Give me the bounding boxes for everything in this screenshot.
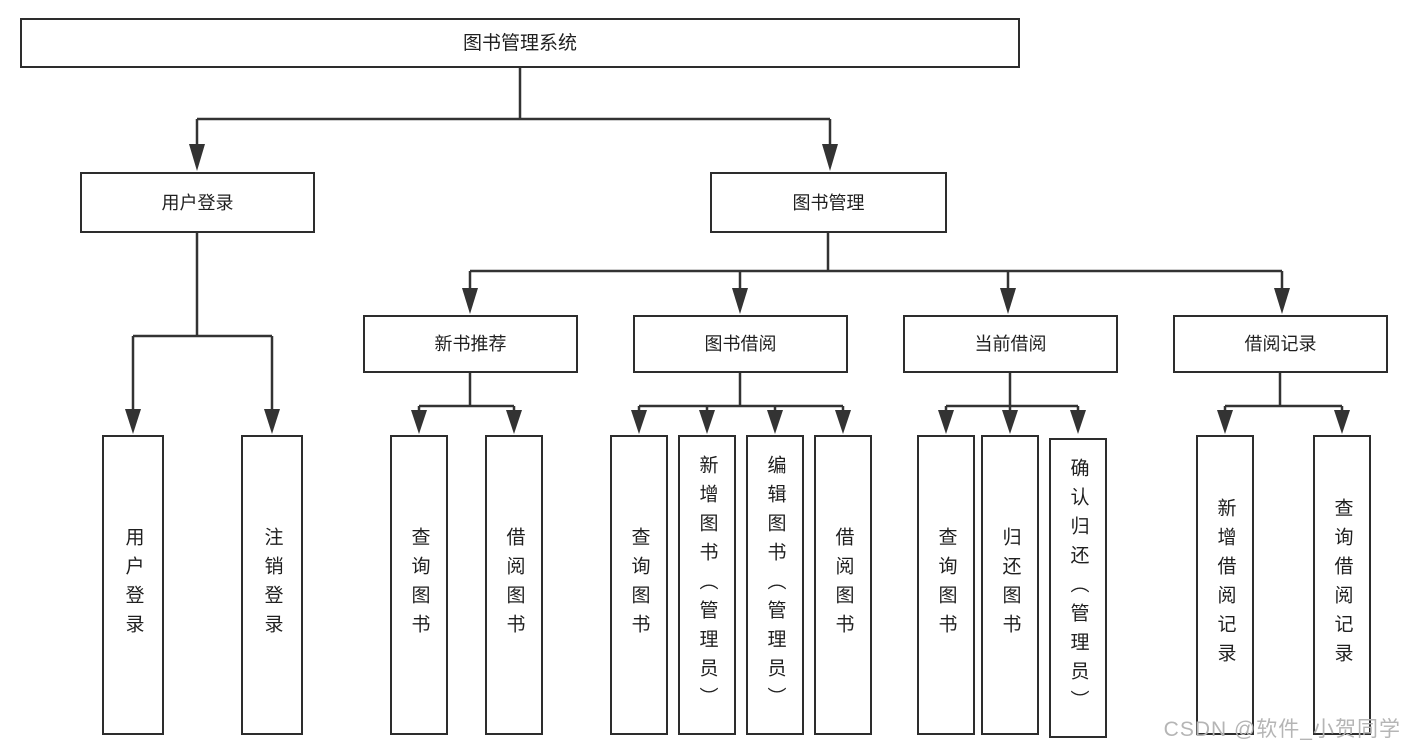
node-book-borrow: 图书借阅 bbox=[633, 315, 848, 373]
arrowhead bbox=[1000, 288, 1016, 314]
node-borrow-records: 借阅记录 bbox=[1173, 315, 1388, 373]
arrowhead bbox=[1217, 410, 1233, 434]
arrowhead bbox=[125, 409, 141, 434]
arrowhead bbox=[631, 410, 647, 434]
arrowhead bbox=[1002, 410, 1018, 434]
node-new-book-recommend: 新书推荐 bbox=[363, 315, 578, 373]
node-query-books-borrow: 查询图书 bbox=[610, 435, 668, 735]
node-query-books-current: 查询图书 bbox=[917, 435, 975, 735]
csdn-watermark: CSDN @软件_小贺同学 bbox=[1163, 718, 1401, 741]
node-edit-books-admin: 编辑图书（管理员） bbox=[746, 435, 804, 735]
node-add-borrow-record: 新增借阅记录 bbox=[1196, 435, 1254, 735]
arrowhead bbox=[189, 144, 205, 171]
arrowhead bbox=[506, 410, 522, 434]
node-confirm-return-admin: 确认归还（管理员） bbox=[1049, 438, 1107, 738]
node-logout-leaf: 注销登录 bbox=[241, 435, 303, 735]
node-query-books-recommend: 查询图书 bbox=[390, 435, 448, 735]
node-user-login-branch: 用户登录 bbox=[80, 172, 315, 233]
node-borrow-books-recommend: 借阅图书 bbox=[485, 435, 543, 735]
node-add-books-admin: 新增图书（管理员） bbox=[678, 435, 736, 735]
node-query-borrow-record: 查询借阅记录 bbox=[1313, 435, 1371, 735]
arrowhead bbox=[1334, 410, 1350, 434]
node-library-management-system: 图书管理系统 bbox=[20, 18, 1020, 68]
arrowhead bbox=[462, 288, 478, 314]
arrowhead bbox=[835, 410, 851, 434]
node-current-borrow: 当前借阅 bbox=[903, 315, 1118, 373]
arrowhead bbox=[411, 410, 427, 434]
arrowhead bbox=[938, 410, 954, 434]
arrowhead bbox=[732, 288, 748, 314]
arrowhead bbox=[822, 144, 838, 171]
node-borrow-books-leaf: 借阅图书 bbox=[814, 435, 872, 735]
arrowhead bbox=[264, 409, 280, 434]
node-return-books: 归还图书 bbox=[981, 435, 1039, 735]
arrowhead bbox=[699, 410, 715, 434]
arrowhead bbox=[1274, 288, 1290, 314]
node-user-login-leaf: 用户登录 bbox=[102, 435, 164, 735]
arrowhead bbox=[767, 410, 783, 434]
arrowhead bbox=[1070, 410, 1086, 434]
node-book-management-branch: 图书管理 bbox=[710, 172, 947, 233]
